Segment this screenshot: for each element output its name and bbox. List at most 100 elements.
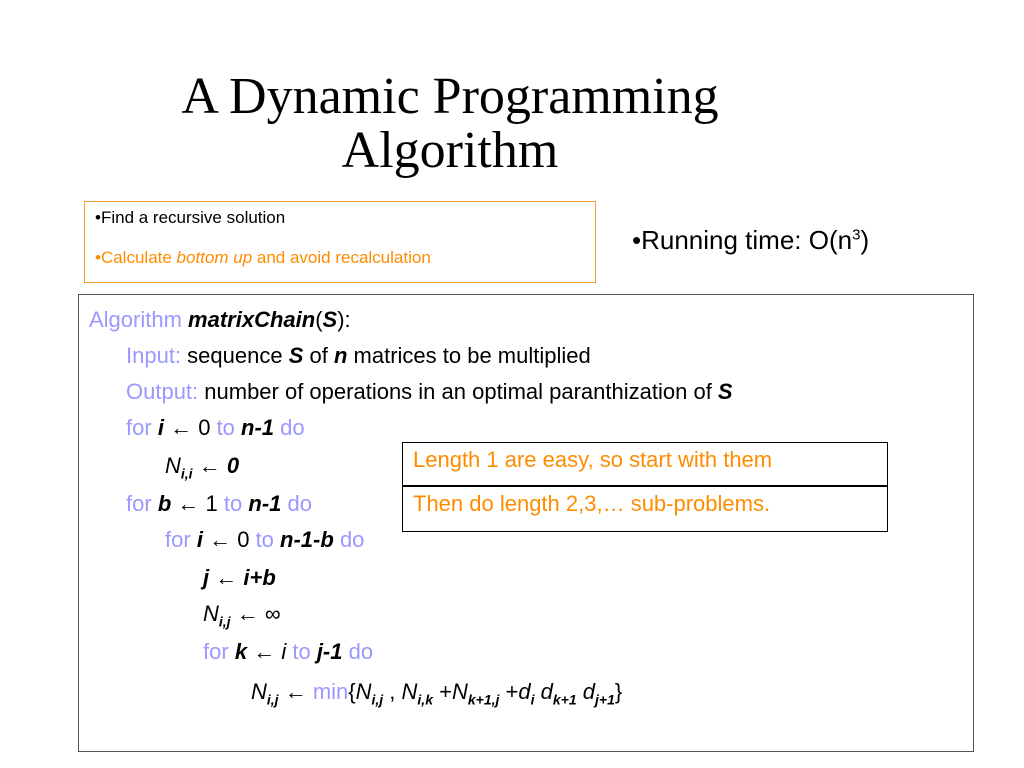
kw-to: to: [216, 415, 235, 440]
one: 1: [205, 491, 218, 516]
hint-item-bottom-up-em: bottom up: [176, 248, 253, 267]
var-i: i: [157, 415, 164, 440]
brace-open: {: [348, 679, 356, 704]
sub-ik: i,k: [417, 691, 433, 708]
kw-min: min: [312, 679, 349, 704]
n-minus-1-b: n-1-b: [280, 527, 334, 552]
input-of: of: [303, 343, 334, 368]
comma: ,: [383, 679, 402, 704]
paren-open: (: [315, 307, 323, 332]
algo-param: S: [322, 307, 338, 332]
algo-init-line: Ni,i ← 0: [165, 453, 239, 486]
arrow: ←: [253, 639, 276, 664]
var-j: j: [203, 565, 210, 590]
algo-j-line: j ← i+b: [203, 565, 276, 591]
var-k: k: [234, 639, 248, 664]
sub-ii: i,i: [180, 465, 193, 482]
kw-do: do: [348, 639, 374, 664]
sub-k1: k+1: [552, 691, 577, 708]
i-plus-b: i+b: [243, 565, 276, 590]
arrow: ←: [177, 491, 200, 516]
arrow: ←: [170, 415, 193, 440]
sub-ij: i,j: [218, 613, 231, 630]
running-time: •Running time: O(n3): [632, 225, 869, 256]
n-minus-1: n-1: [241, 415, 275, 440]
sub-ij: i,j: [371, 691, 384, 708]
kw-do: do: [339, 527, 365, 552]
note-length-2: Then do length 2,3,… sub-problems.: [402, 486, 888, 532]
output-text: number of operations in an optimal paran…: [198, 379, 718, 404]
kw-algorithm: Algorithm: [89, 307, 182, 332]
algo-for-i2-line: for i ← 0 to n-1-b do: [165, 527, 364, 553]
arrow: ←: [198, 453, 221, 478]
running-time-exponent: 3: [852, 226, 861, 244]
var-N: N: [165, 453, 181, 478]
input-post: matrices to be multiplied: [347, 343, 591, 368]
algo-min-line: Ni,j ← min{Ni,j , Ni,k +Nk+1,j +di dk+1 …: [251, 679, 622, 712]
algo-for-b-line: for b ← 1 to n-1 do: [126, 491, 312, 517]
kw-do: do: [280, 415, 305, 440]
algo-name: matrixChain: [188, 307, 316, 332]
var-N: N: [203, 601, 219, 626]
running-time-text: •Running time: O(n: [632, 225, 853, 255]
var-N: N: [355, 679, 372, 704]
kw-do: do: [287, 491, 312, 516]
arrow: ←: [215, 565, 238, 590]
input-S: S: [288, 343, 304, 368]
n-minus-1: n-1: [248, 491, 282, 516]
var-N: N: [251, 679, 267, 704]
hint-box: •Find a recursive solution •Calculate bo…: [84, 201, 596, 283]
var-d: d: [540, 679, 553, 704]
note-length-1: Length 1 are easy, so start with them: [402, 442, 888, 486]
algo-input-line: Input: sequence S of n matrices to be mu…: [126, 343, 591, 369]
slide-title: A Dynamic Programming Algorithm: [80, 68, 820, 180]
j-minus-1: j-1: [316, 639, 343, 664]
algo-output-line: Output: number of operations in an optim…: [126, 379, 733, 405]
arrow: ←: [209, 527, 232, 552]
arrow: ←: [284, 679, 307, 704]
slide-title-line2: Algorithm: [341, 122, 559, 180]
hint-item-bottom-up: •Calculate bottom up and avoid recalcula…: [95, 248, 585, 268]
brace-close: }: [614, 679, 623, 704]
kw-output: Output:: [126, 379, 199, 404]
var-d: d: [582, 679, 595, 704]
hint-item-bottom-up-post: and avoid recalculation: [252, 248, 431, 267]
kw-for: for: [126, 491, 152, 516]
var-i-plain: i: [281, 639, 287, 664]
algo-for-k-line: for k ← i to j-1 do: [203, 639, 373, 665]
sub-i: i: [530, 691, 535, 708]
zero: 0: [198, 415, 211, 440]
kw-to: to: [223, 491, 243, 516]
var-d: d: [518, 679, 531, 704]
kw-input: Input:: [126, 343, 182, 368]
plus2: +: [499, 679, 519, 704]
zero: 0: [237, 527, 250, 552]
var-N: N: [451, 679, 468, 704]
kw-to: to: [255, 527, 274, 552]
slide-title-line1: A Dynamic Programming: [181, 68, 719, 125]
kw-for: for: [165, 527, 191, 552]
var-N: N: [401, 679, 418, 704]
var-i: i: [196, 527, 203, 552]
paren-close: ):: [337, 307, 351, 332]
zero-bold: 0: [226, 453, 240, 478]
output-S: S: [717, 379, 733, 404]
sub-k1j: k+1,j: [467, 691, 500, 708]
input-pre: sequence: [181, 343, 289, 368]
input-n: n: [333, 343, 348, 368]
algo-header: Algorithm matrixChain(S):: [89, 307, 351, 333]
infinity: ∞: [264, 601, 281, 626]
sub-ij: i,j: [266, 691, 279, 708]
var-b: b: [157, 491, 172, 516]
plus: +: [433, 679, 452, 704]
kw-for: for: [126, 415, 152, 440]
algorithm-box: Algorithm matrixChain(S): Input: sequenc…: [78, 294, 974, 752]
algo-inf-line: Ni,j ← ∞: [203, 601, 281, 634]
hint-item-recursive: •Find a recursive solution: [95, 208, 286, 227]
hint-item-bottom-up-pre: •Calculate: [95, 248, 177, 267]
algo-for-i-line: for i ← 0 to n-1 do: [126, 415, 305, 441]
kw-for: for: [203, 639, 229, 664]
running-time-close: ): [860, 225, 870, 255]
sub-j1: j+1: [595, 691, 615, 708]
kw-to: to: [292, 639, 311, 664]
